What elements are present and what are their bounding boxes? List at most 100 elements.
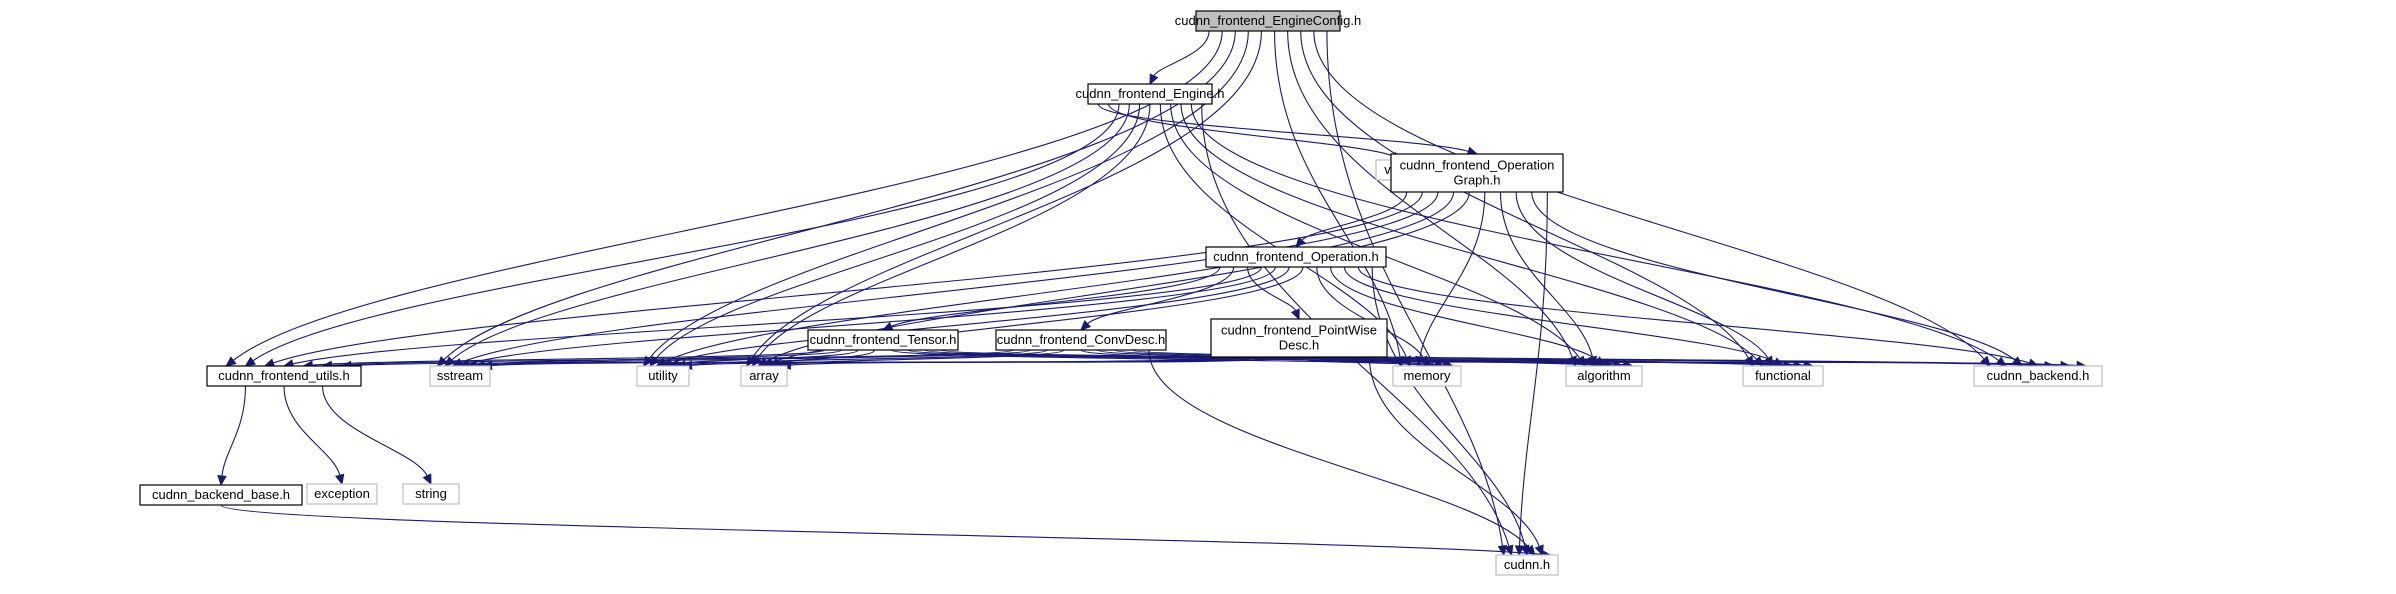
edge-operation-to-algorithm — [1330, 266, 1598, 361]
node-array-label: array — [749, 368, 779, 383]
node-pointwise-label: Desc.h — [1279, 338, 1319, 353]
edge-engineconfig-to-algorithm — [1287, 30, 1573, 358]
edge-tensor-to-utils — [312, 349, 826, 366]
node-cudnn: cudnn.h — [1495, 554, 1559, 576]
edge-utils-to-exception — [283, 385, 341, 476]
edge-convdesc-to-cudnn — [1148, 349, 1530, 549]
edge-opgraph-to-algorithm — [1499, 191, 1594, 358]
node-engine[interactable]: cudnn_frontend_Engine.h — [1076, 83, 1225, 105]
edge-operation-to-convdesc — [1087, 266, 1235, 325]
node-pointwise-label: cudnn_frontend_PointWise — [1221, 323, 1377, 338]
edge-engineconfig-to-utility — [648, 30, 1249, 360]
node-string-label: string — [415, 486, 447, 501]
node-operation-box — [1205, 246, 1387, 268]
node-cudnn-box — [1495, 554, 1559, 576]
node-utils-label: cudnn_frontend_utils.h — [218, 368, 350, 383]
node-exception: exception — [306, 483, 378, 505]
node-tensor-box — [807, 329, 959, 351]
arrowhead-operation-to-tensor — [881, 321, 894, 331]
edge-engine-to-opgraph — [1097, 103, 1469, 152]
edge-operation-to-functional — [1343, 266, 1776, 363]
edge-engine-to-utils — [252, 103, 1120, 362]
node-backend-label: cudnn_backend.h — [1987, 368, 2090, 383]
edge-convdesc-to-memory — [1080, 349, 1436, 366]
edge-operation-to-cudnn — [1371, 266, 1526, 547]
node-utils[interactable]: cudnn_frontend_utils.h — [206, 365, 362, 387]
edge-opgraph-to-cudnn — [1519, 191, 1548, 547]
edge-pointwise-to-array — [790, 356, 1282, 366]
node-convdesc[interactable]: cudnn_frontend_ConvDesc.h — [995, 329, 1167, 351]
node-exception-box — [306, 483, 378, 505]
node-algorithm-label: algorithm — [1577, 368, 1630, 383]
node-engineconfig-box — [1195, 10, 1341, 32]
node-array: array — [740, 365, 788, 387]
node-operation-label: cudnn_frontend_Operation.h — [1213, 249, 1379, 264]
node-backendbase[interactable]: cudnn_backend_base.h — [139, 484, 303, 506]
edge-engine-to-sstream — [451, 103, 1130, 361]
node-algorithm: algorithm — [1565, 365, 1643, 387]
node-utils-box — [206, 365, 362, 387]
node-operation[interactable]: cudnn_frontend_Operation.h — [1205, 246, 1387, 268]
node-utility: utility — [636, 365, 690, 387]
node-backend-box — [1973, 365, 2103, 387]
node-opgraph-label: Graph.h — [1454, 173, 1501, 188]
edge-pointwise-to-cudnn — [1368, 356, 1540, 547]
edge-opgraph-to-sstream — [460, 191, 1439, 364]
arrowhead-engine-to-utils — [244, 356, 257, 367]
node-algorithm-box — [1565, 365, 1643, 387]
edge-backendbase-to-cudnn — [220, 504, 1542, 555]
node-exception-label: exception — [314, 486, 370, 501]
node-engineconfig[interactable]: cudnn_frontend_EngineConfig.h — [1175, 10, 1361, 32]
node-engineconfig-label: cudnn_frontend_EngineConfig.h — [1175, 13, 1361, 28]
edge-opgraph-to-functional — [1515, 191, 1769, 359]
node-backend: cudnn_backend.h — [1973, 365, 2103, 387]
edge-operation-to-sstream — [468, 266, 1276, 365]
node-string: string — [402, 483, 460, 505]
edge-engineconfig-to-cudnn — [1326, 30, 1504, 547]
node-utility-label: utility — [648, 368, 678, 383]
edge-tensor-to-memory — [890, 349, 1427, 366]
node-backendbase-box — [139, 484, 303, 506]
node-memory-label: memory — [1404, 368, 1451, 383]
node-pointwise-box — [1210, 318, 1388, 358]
arrowhead-engineconfig-to-engine — [1149, 73, 1159, 86]
arrowhead-utils-to-string — [422, 473, 432, 486]
edges-layer — [217, 30, 2088, 559]
node-sstream-box — [429, 365, 491, 387]
edge-opgraph-to-utils — [273, 191, 1423, 364]
edge-utils-to-backendbase — [221, 385, 247, 477]
node-engine-box — [1087, 83, 1213, 105]
node-convdesc-label: cudnn_frontend_ConvDesc.h — [997, 332, 1165, 347]
node-opgraph-box — [1390, 153, 1564, 193]
node-tensor-label: cudnn_frontend_Tensor.h — [810, 332, 957, 347]
node-tensor[interactable]: cudnn_frontend_Tensor.h — [807, 329, 959, 351]
node-opgraph-label: cudnn_frontend_Operation — [1400, 158, 1555, 173]
node-memory-box — [1392, 365, 1462, 387]
node-functional: functional — [1742, 365, 1824, 387]
arrowhead-convdesc-to-cudnn — [1525, 544, 1536, 556]
node-convdesc-box — [995, 329, 1167, 351]
arrowhead-engine-to-cudnn — [1504, 544, 1514, 557]
node-backendbase-label: cudnn_backend_base.h — [152, 487, 290, 502]
edge-engine-to-functional — [1180, 103, 1758, 360]
edge-engineconfig-to-engine — [1153, 30, 1210, 77]
edge-engine-to-utility — [655, 103, 1141, 360]
arrowhead-utils-to-exception — [335, 473, 345, 486]
edge-utils-to-string — [321, 385, 428, 477]
nodes-layer: cudnn_frontend_EngineConfig.h cudnn_front… — [139, 10, 2103, 576]
arrowhead-operation-to-convdesc — [1080, 319, 1092, 331]
node-functional-box — [1742, 365, 1824, 387]
edge-convdesc-to-utils — [331, 349, 1014, 366]
edge-pointwise-to-backend — [1351, 356, 2078, 366]
edge-opgraph-to-backend — [1531, 191, 2016, 361]
node-sstream: sstream — [429, 365, 491, 387]
node-cudnn-label: cudnn.h — [1504, 557, 1550, 572]
edge-opgraph-to-utility — [664, 191, 1455, 363]
arrowhead-utils-to-backendbase — [217, 475, 227, 487]
node-string-box — [402, 483, 460, 505]
arrowhead-operation-to-pointwise — [1290, 308, 1300, 321]
edge-operation-to-utils — [292, 266, 1262, 365]
